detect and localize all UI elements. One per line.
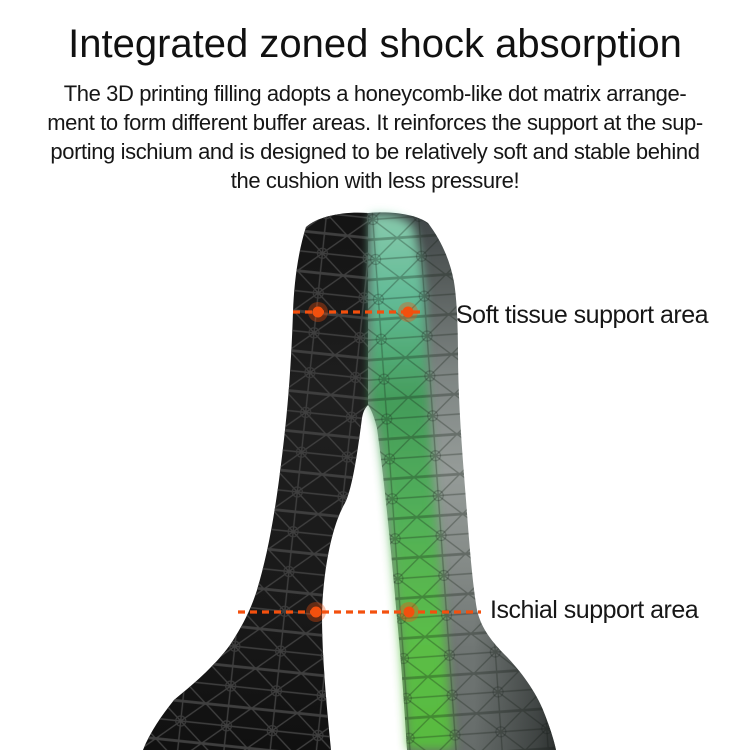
ischial-support-label: Ischial support area [490,596,699,624]
soft-tissue-support-label: Soft tissue support area [456,301,709,329]
description-line: the cushion with less pressure! [230,168,520,193]
description-line: The 3D printing filling adopts a honeyco… [63,81,687,106]
soft-tissue-marker [293,302,420,322]
description-line: ment to form different buffer areas. It … [47,110,703,135]
saddle-right-half [368,212,556,750]
soft-tissue-dot-icon [312,306,324,318]
ischial-dot-icon [310,606,322,618]
saddle-right-edge-shadow [368,212,556,750]
soft-tissue-dot-icon [402,306,414,318]
saddle-left-half [143,212,368,750]
description-paragraph: The 3D printing filling adopts a honeyco… [0,79,750,195]
ischial-dot-icon [403,606,415,618]
page-title: Integrated zoned shock absorption [68,22,682,66]
ischial-marker [238,602,481,622]
description-line: porting ischium and is designed to be re… [50,139,700,164]
saddle-left-lattice-texture [143,212,368,750]
